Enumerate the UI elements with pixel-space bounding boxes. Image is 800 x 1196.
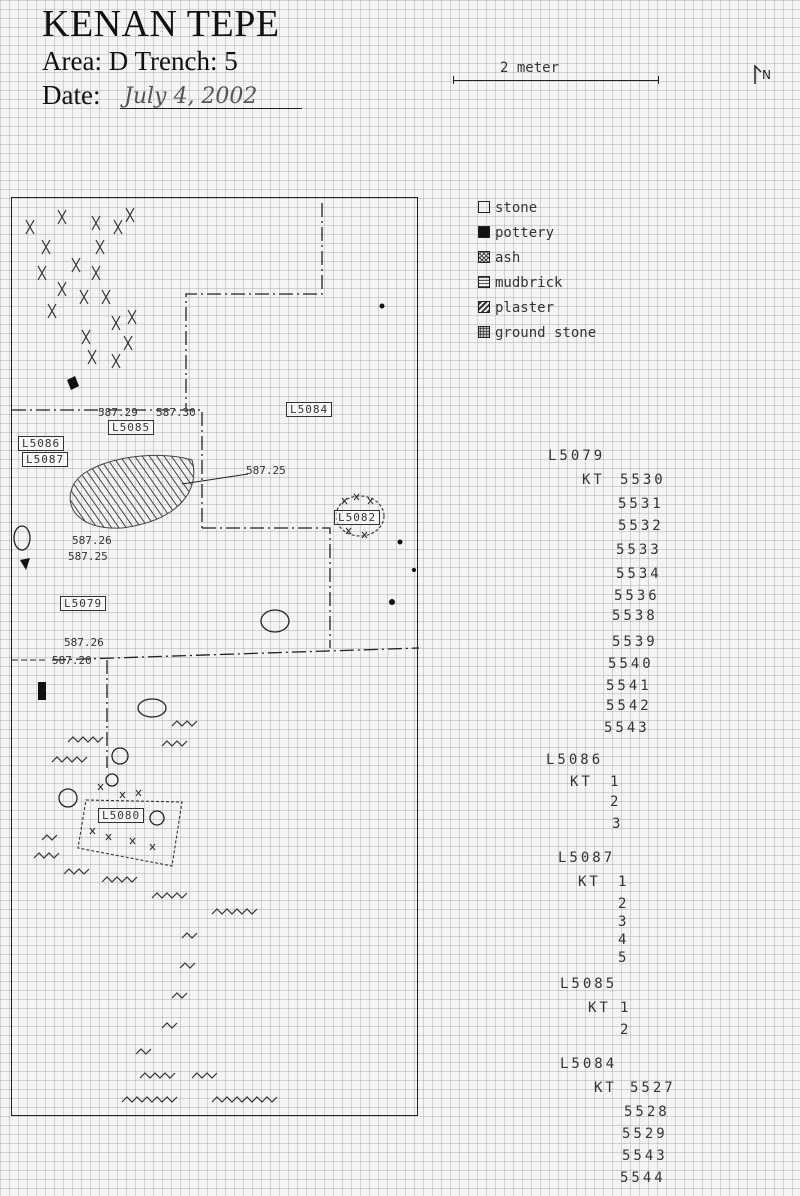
kt-label: KT [582, 472, 605, 488]
locus-l5085: L5085 [108, 420, 155, 435]
elevation-label: 587.29 [98, 406, 138, 419]
area-trench-line: Area: D Trench: 5 [42, 46, 238, 76]
locus-l5082: L5082 [334, 510, 381, 525]
lot-number: 1 [610, 774, 622, 790]
lot-number: 5539 [612, 634, 658, 650]
stone-icon [478, 201, 490, 213]
lot-number: 5531 [618, 496, 664, 512]
legend-item-ground-stone: ground stone [478, 325, 596, 341]
locus-l5086: L5086 [18, 436, 65, 451]
lot-number: 5 [618, 950, 630, 966]
lot-number: 5530 [620, 472, 666, 488]
scale-tick-left [453, 76, 454, 84]
lot-number: 5538 [612, 608, 658, 624]
lot-number: 1 [618, 874, 630, 890]
lot-number: 5534 [616, 566, 662, 582]
site-title: KENAN TEPE [42, 3, 280, 45]
elevation-label: 587.25 [68, 550, 108, 563]
lot-number: 5543 [622, 1148, 668, 1164]
lot-number: 5528 [624, 1104, 670, 1120]
lot-number: 5544 [620, 1170, 666, 1186]
date-label: Date: [42, 80, 101, 110]
elevation-label: 587.26 [72, 534, 112, 547]
legend-label: mudbrick [495, 275, 563, 291]
lot-number: 2 [620, 1022, 632, 1038]
lot-number: 5533 [616, 542, 662, 558]
kt-label: KT [594, 1080, 617, 1096]
locus-l5087: L5087 [22, 452, 69, 467]
lot-number: 5541 [606, 678, 652, 694]
ground-stone-icon [478, 326, 490, 338]
locus-l5080: L5080 [98, 808, 145, 823]
scale-bar [453, 80, 659, 81]
locus-l5084: L5084 [286, 402, 333, 417]
date-underline [120, 108, 302, 109]
lot-number: 5532 [618, 518, 664, 534]
lot-number: 3 [612, 816, 624, 832]
elevation-label: 587.26 [64, 636, 104, 649]
legend-label: ash [495, 250, 521, 266]
locus-l5079: L5079 [60, 596, 107, 611]
legend-label: plaster [495, 300, 555, 316]
lot-number: 4 [618, 932, 630, 948]
lot-number: 1 [620, 1000, 632, 1016]
lot-number: 2 [618, 896, 630, 912]
lot-number: 5540 [608, 656, 654, 672]
kt-label: KT [578, 874, 601, 890]
plaster-icon [478, 301, 490, 313]
elevation-label: 587.20 [52, 654, 92, 667]
kt-label: KT [570, 774, 593, 790]
elevation-label: 587.25 [246, 464, 286, 477]
legend-item-pottery: pottery [478, 225, 554, 241]
date-value: July 4, 2002 [124, 84, 258, 109]
kt-label: KT [588, 1000, 611, 1016]
legend-label: stone [495, 200, 538, 216]
pottery-icon [478, 226, 490, 238]
lot-number: 2 [610, 794, 622, 810]
mudbrick-icon [478, 276, 490, 288]
north-label: N [762, 68, 771, 82]
lot-number: 5529 [622, 1126, 668, 1142]
legend-item-mudbrick: mudbrick [478, 275, 562, 291]
lot-number: 5542 [606, 698, 652, 714]
ash-icon [478, 251, 490, 263]
lot-number: 5543 [604, 720, 650, 736]
lot-locus-heading: L5085 [560, 976, 618, 992]
scale-tick-right [658, 76, 659, 84]
lot-locus-heading: L5087 [558, 850, 616, 866]
lot-locus-heading: L5084 [560, 1056, 618, 1072]
elevation-label: 587.30 [156, 406, 196, 419]
plan-drawing [12, 203, 419, 1103]
scale-label: 2 meter [500, 60, 560, 76]
lot-number: 5536 [614, 588, 660, 604]
legend-label: ground stone [495, 325, 597, 341]
legend-item-plaster: plaster [478, 300, 554, 316]
lot-number: 3 [618, 914, 630, 930]
legend-item-ash: ash [478, 250, 520, 266]
lot-number: 5527 [630, 1080, 676, 1096]
lot-locus-heading: L5086 [546, 752, 604, 768]
legend-item-stone: stone [478, 200, 537, 216]
legend-label: pottery [495, 225, 555, 241]
trench-plan: L5084 L5085 L5086 L5087 L5082 L5079 L508… [11, 197, 419, 1116]
north-arrow-icon [754, 64, 762, 84]
lot-locus-heading: L5079 [548, 448, 606, 464]
